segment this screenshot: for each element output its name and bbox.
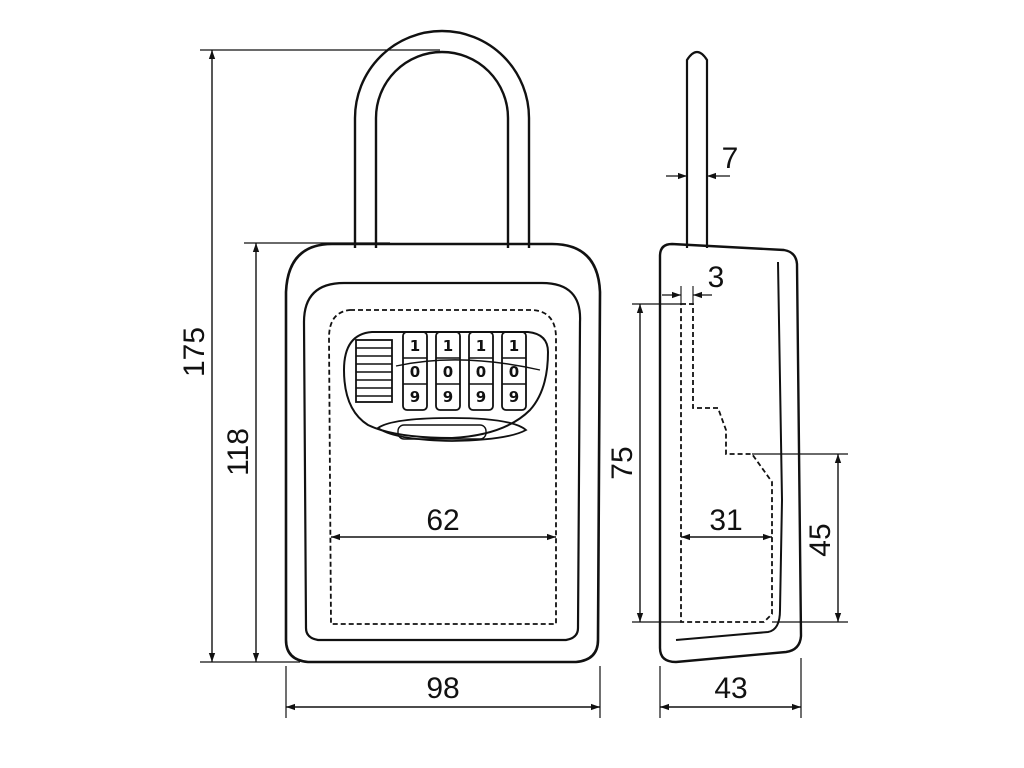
dim-side-inner-depth-label: 31 xyxy=(709,504,742,537)
dial-2-top: 1 xyxy=(443,337,453,355)
side-body-inner-line xyxy=(675,261,784,641)
dial-4: 1 0 9 xyxy=(501,331,527,411)
side-body-outline xyxy=(658,242,803,664)
dial-4-top: 1 xyxy=(509,337,519,355)
lock-body-rim xyxy=(302,281,582,642)
latch-slot xyxy=(397,424,487,440)
dim-inner-width: 62 xyxy=(331,504,556,541)
dial-2-middle: 0 xyxy=(443,363,453,381)
dim-inner-height-label: 75 xyxy=(606,446,639,479)
lock-body-outer xyxy=(284,242,602,664)
key-compartment-dashed xyxy=(328,309,557,625)
side-dimensions: 7 3 75 45 43 xyxy=(606,142,848,718)
ribbed-slider xyxy=(355,339,393,403)
dial-4-bottom: 9 xyxy=(509,388,519,406)
dial-3-bottom: 9 xyxy=(476,388,486,406)
shackle-side xyxy=(685,50,709,248)
front-view: 1 0 9 1 0 9 1 0 9 xyxy=(284,29,602,664)
dim-shackle-thickness-label: 7 xyxy=(722,142,739,175)
dial-3-middle: 0 xyxy=(476,363,486,381)
side-cavity-dashed xyxy=(680,303,773,623)
side-view: 31 xyxy=(658,50,803,664)
combination-dials: 1 0 9 1 0 9 1 0 9 xyxy=(402,331,527,411)
dial-3: 1 0 9 xyxy=(468,331,494,411)
dial-4-middle: 0 xyxy=(509,363,519,381)
dial-2-bottom: 9 xyxy=(443,388,453,406)
dim-inner-width-label: 62 xyxy=(426,504,459,537)
dim-body-height-label: 118 xyxy=(222,428,255,476)
dim-side-depth-label: 43 xyxy=(714,672,747,705)
dial-2: 1 0 9 xyxy=(435,331,461,411)
dim-total-height-label: 175 xyxy=(178,327,211,377)
dial-axle xyxy=(395,359,541,371)
dial-1: 1 0 9 xyxy=(402,331,428,411)
dial-3-top: 1 xyxy=(476,337,486,355)
dim-wall-thickness-label: 3 xyxy=(708,261,725,294)
dim-body-width-label: 98 xyxy=(426,672,459,705)
shackle-outer xyxy=(353,29,531,248)
dial-1-bottom: 9 xyxy=(410,388,420,406)
dial-window xyxy=(342,331,550,440)
dial-1-middle: 0 xyxy=(410,363,420,381)
front-dimensions: 175 118 98 xyxy=(178,49,601,718)
dial-1-top: 1 xyxy=(410,337,420,355)
dim-side-lower-height-label: 45 xyxy=(804,523,837,556)
shackle-inner xyxy=(374,50,510,248)
